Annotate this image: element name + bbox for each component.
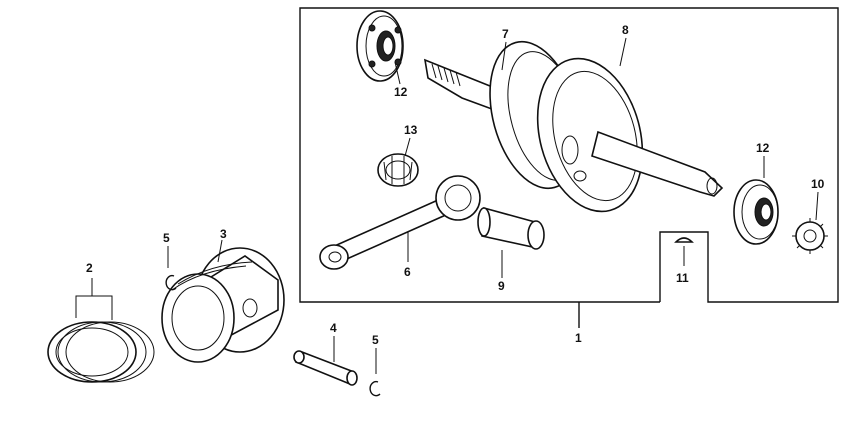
callout-9: 9 bbox=[498, 279, 505, 293]
needle-bearing bbox=[377, 137, 419, 187]
callout-8: 8 bbox=[622, 23, 629, 37]
piston bbox=[161, 239, 285, 363]
callout-6: 6 bbox=[404, 265, 411, 279]
callout-11: 11 bbox=[676, 271, 689, 285]
callout-1: 1 bbox=[575, 331, 582, 345]
callout-13: 13 bbox=[404, 123, 418, 137]
callout-5-upper: 5 bbox=[163, 231, 170, 245]
connecting-rod bbox=[319, 175, 481, 270]
clip-upper bbox=[165, 246, 177, 291]
crank-pin bbox=[477, 206, 545, 278]
piston-pin bbox=[293, 336, 358, 386]
gear bbox=[792, 191, 828, 254]
callout-12-right: 12 bbox=[756, 141, 770, 155]
callout-5-lower: 5 bbox=[372, 333, 379, 347]
bearing-top bbox=[356, 10, 404, 85]
crankshaft bbox=[423, 40, 724, 213]
clip-lower bbox=[369, 348, 381, 397]
callout-7: 7 bbox=[502, 27, 509, 41]
woodruff-key bbox=[674, 237, 694, 266]
callout-10: 10 bbox=[811, 177, 825, 191]
callout-3: 3 bbox=[220, 227, 227, 241]
assembly-frame bbox=[299, 7, 839, 328]
callout-2: 2 bbox=[86, 261, 93, 275]
piston-rings bbox=[47, 278, 155, 383]
callout-12-top: 12 bbox=[394, 85, 408, 99]
callout-4: 4 bbox=[330, 321, 337, 335]
bearing-right bbox=[733, 156, 779, 245]
